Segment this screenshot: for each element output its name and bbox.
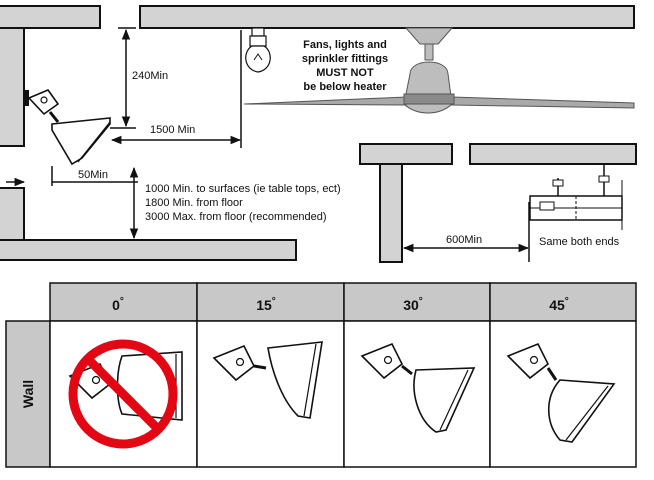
pillar [379, 163, 403, 263]
header-cell-15 [196, 282, 345, 322]
angle-0-label: 0° [112, 296, 124, 313]
light-bulb-icon [245, 27, 271, 73]
ceiling-fan-icon [243, 27, 635, 114]
heater-angle-45 [506, 342, 616, 443]
floor-note-line2: 1800 Min. from floor [145, 197, 243, 209]
notice-line1: Fans, lights and [303, 39, 387, 51]
wall-mount-section: 240Min 1500 Min 50Min 1000 Min. to surfa… [0, 5, 635, 261]
heater-angle-15 [212, 341, 323, 419]
wall-heater [24, 89, 111, 166]
same-both-ends-label: Same both ends [539, 236, 620, 248]
dim-1500-label: 1500 Min [150, 124, 195, 136]
wall-row-label: Wall [20, 380, 36, 408]
angle-15-label: 15° [256, 296, 276, 313]
header-cell-0 [49, 282, 198, 322]
mounting-angle-table: 0° 15° 30° 45° Wall [5, 282, 637, 468]
ceiling-right [139, 5, 635, 29]
floor-note-line1: 1000 Min. to surfaces (ie table tops, ec… [145, 183, 341, 195]
angle-30-label: 30° [403, 296, 423, 313]
ceiling-left [0, 5, 101, 29]
ceiling-fixtures-section: Fans, lights and sprinkler fittings MUST… [243, 27, 637, 263]
ceiling-heater-end-view [529, 164, 623, 230]
floor-slab [0, 239, 297, 261]
ceiling-lower-left [359, 143, 453, 165]
notice-line2: sprinkler fittings [302, 53, 388, 65]
notice-line4: be below heater [303, 81, 387, 93]
dim-600-label: 600Min [446, 234, 482, 246]
dim-240-label: 240Min [132, 70, 168, 82]
wall-upper [0, 27, 25, 147]
heater-angle-30 [360, 342, 476, 433]
notice-line3: MUST NOT [316, 67, 374, 79]
angle-45-label: 45° [549, 296, 569, 313]
wall-lower [0, 187, 25, 241]
ceiling-lower-right [469, 143, 637, 165]
dim-50-label: 50Min [78, 169, 108, 181]
row-header-cell [5, 320, 51, 468]
header-cell-30 [343, 282, 491, 322]
prohibited-icon [68, 339, 178, 449]
header-cell-45 [489, 282, 637, 322]
floor-note-line3: 3000 Max. from floor (recommended) [145, 211, 327, 223]
